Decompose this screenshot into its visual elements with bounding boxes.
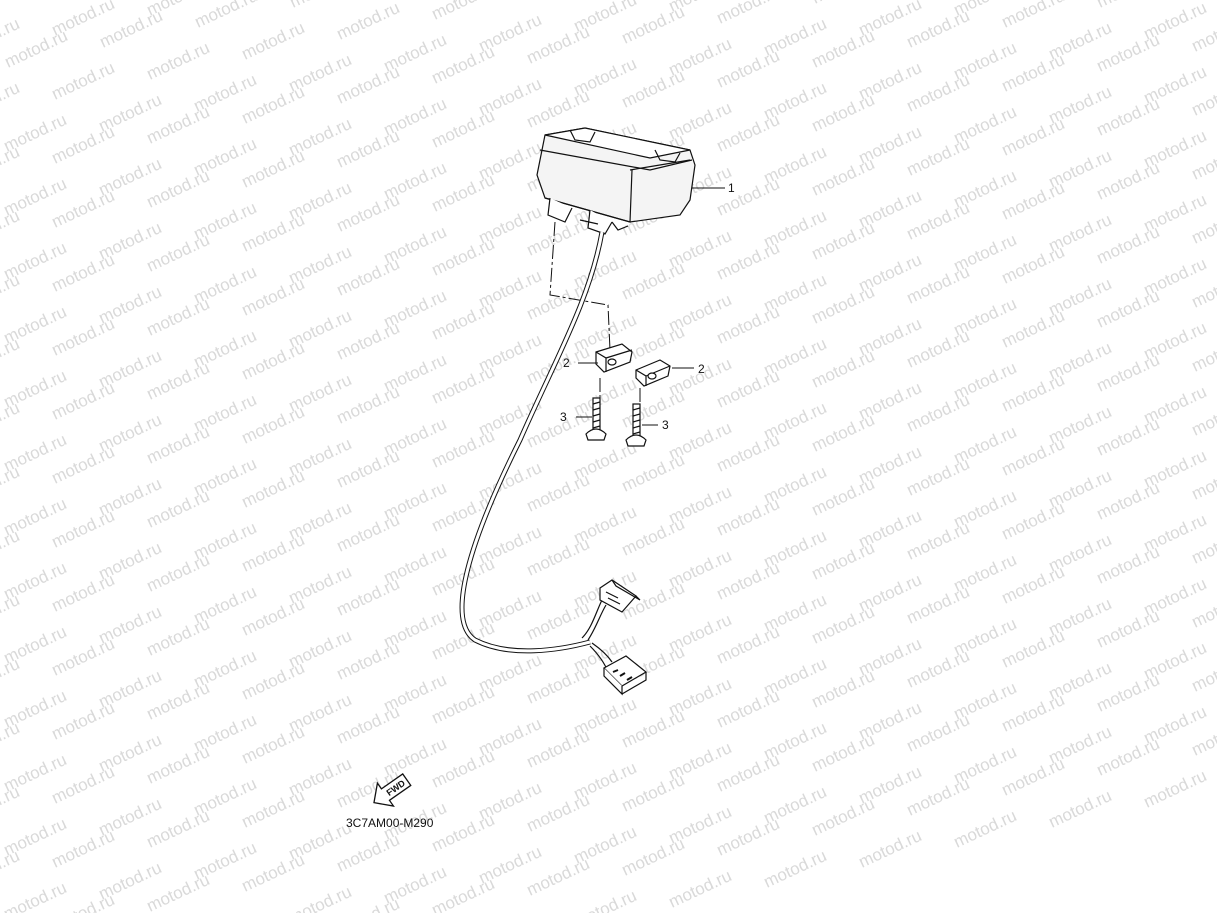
- watermark-text: motod.ru: [287, 0, 356, 12]
- damper-left: [595, 343, 633, 373]
- watermark-text: motod.ru: [999, 0, 1068, 32]
- watermark-text: motod.ru: [239, 18, 308, 64]
- watermark-text: motod.ru: [951, 806, 1020, 852]
- watermark-text: motod.ru: [714, 0, 783, 28]
- watermark-text: motod.ru: [666, 866, 735, 912]
- watermark-text: motod.ru: [429, 0, 498, 24]
- watermark-text: motod.ru: [144, 38, 213, 84]
- watermark-text: motod.ru: [286, 882, 355, 913]
- connector-lower: [603, 655, 648, 696]
- watermark-text: motod.ru: [1094, 0, 1163, 12]
- connector-upper: [599, 579, 641, 613]
- watermark-text: motod.ru: [1, 878, 70, 913]
- watermark-text: motod.ru: [1046, 786, 1115, 832]
- leader-lines: [576, 187, 725, 426]
- watermark-text: motod.ru: [809, 0, 878, 8]
- screw-right: [625, 403, 647, 447]
- watermark-text: motod.ru: [761, 846, 830, 892]
- callout-2-right: 2: [698, 362, 705, 376]
- watermark-text: motod.ru: [571, 886, 640, 913]
- callout-1: 1: [728, 181, 735, 195]
- watermark-text: motod.ru: [192, 0, 261, 32]
- damper-right: [635, 359, 671, 387]
- watermark-text: motod.ru: [49, 58, 118, 104]
- watermark-text: motod.ru: [856, 826, 925, 872]
- callout-3-right: 3: [662, 418, 669, 432]
- callout-2-left: 2: [563, 356, 570, 370]
- watermark-text: motod.ru: [1141, 766, 1210, 812]
- diagram-code: 3C7AM00-M290: [346, 816, 434, 830]
- watermark-text: motod.ru: [0, 78, 22, 124]
- watermark-text: motod.ru: [334, 0, 403, 44]
- screw-left: [585, 397, 607, 441]
- wire-harness: [459, 231, 613, 673]
- callout-3-left: 3: [560, 410, 567, 424]
- watermark-text: motod.ru: [524, 0, 593, 4]
- meter-assembly: [536, 127, 696, 235]
